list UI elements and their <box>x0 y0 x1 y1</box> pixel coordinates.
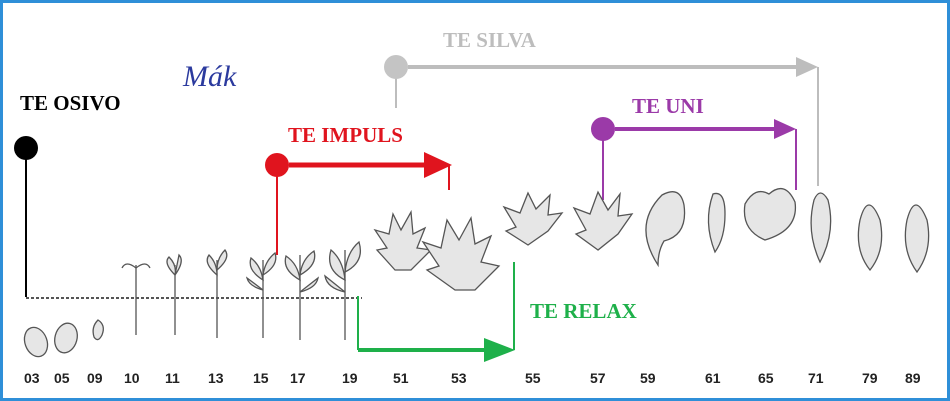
stage-tick: 59 <box>640 370 656 386</box>
relax-arrowhead <box>484 338 515 362</box>
rosette-stage-51 <box>373 209 433 271</box>
stage-tick: 05 <box>54 370 70 386</box>
capsule-stage-89 <box>904 204 930 274</box>
seedling-stage-15 <box>245 251 277 338</box>
stage-tick: 03 <box>24 370 40 386</box>
stage-tick: 10 <box>124 370 140 386</box>
seed-stage-03 <box>23 326 49 358</box>
stage-tick: 71 <box>808 370 824 386</box>
uni-start-marker <box>591 117 615 141</box>
seed-stage-09 <box>92 319 104 341</box>
stage-tick: 17 <box>290 370 306 386</box>
uni-label: TE UNI <box>632 94 704 118</box>
uni-arrowhead <box>774 119 796 139</box>
rosette-stage-57 <box>572 190 634 251</box>
flower-stage-65 <box>743 187 797 241</box>
product-impuls: TE IMPULS <box>265 123 452 255</box>
impuls-start-marker <box>265 153 289 177</box>
stage-axis: 03 05 09 10 11 13 15 17 19 51 53 55 57 5… <box>24 370 921 386</box>
silva-label: TE SILVA <box>443 28 537 52</box>
stage-tick: 57 <box>590 370 606 386</box>
stage-tick: 13 <box>208 370 224 386</box>
product-relax: TE RELAX <box>357 262 637 362</box>
silva-start-marker <box>384 55 408 79</box>
product-uni: TE UNI <box>591 94 797 200</box>
plant-illustrations <box>23 187 930 358</box>
stage-tick: 55 <box>525 370 541 386</box>
impuls-label: TE IMPULS <box>288 123 403 147</box>
stage-tick: 19 <box>342 370 358 386</box>
seedling-stage-11 <box>166 253 182 335</box>
seedling-stage-13 <box>206 249 228 338</box>
stage-tick: 65 <box>758 370 774 386</box>
product-silva: TE SILVA <box>384 28 819 186</box>
bud-stage-61 <box>707 192 726 254</box>
capsule-stage-71 <box>810 192 832 264</box>
seedling-stage-10 <box>121 263 151 335</box>
stage-tick: 51 <box>393 370 409 386</box>
seedling-stage-17 <box>284 249 319 340</box>
capsule-stage-79 <box>857 204 883 272</box>
stage-tick: 15 <box>253 370 269 386</box>
diagram-title: Mák <box>182 60 237 93</box>
impuls-arrowhead <box>424 152 452 178</box>
stage-tick: 79 <box>862 370 878 386</box>
rosette-stage-53 <box>421 216 501 291</box>
stage-tick: 61 <box>705 370 721 386</box>
silva-arrowhead <box>796 57 818 77</box>
product-osivo: TE OSIVO <box>14 91 121 297</box>
stage-tick: 53 <box>451 370 467 386</box>
relax-label: TE RELAX <box>530 299 637 323</box>
rosette-stage-55 <box>502 191 564 246</box>
bud-stage-59 <box>645 191 686 268</box>
osivo-label: TE OSIVO <box>20 91 121 115</box>
seed-stage-05 <box>54 322 78 354</box>
seedling-stage-19 <box>324 240 362 340</box>
stage-tick: 89 <box>905 370 921 386</box>
stage-tick: 09 <box>87 370 103 386</box>
stage-tick: 11 <box>165 370 180 386</box>
